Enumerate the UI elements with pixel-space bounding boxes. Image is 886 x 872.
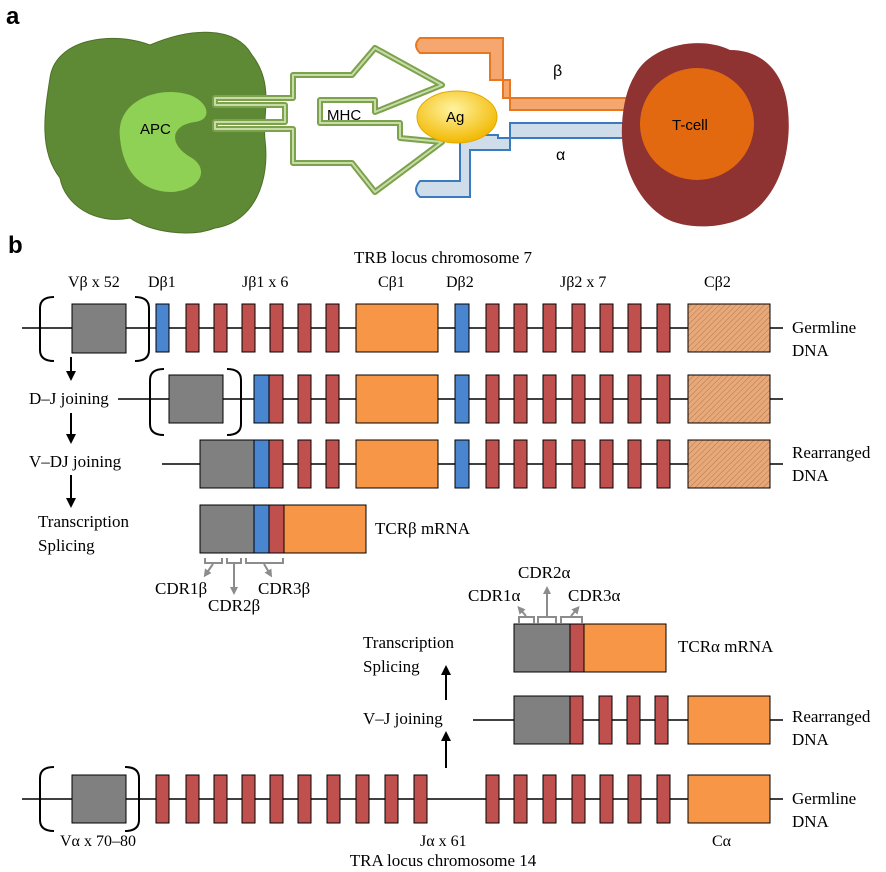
germline-label-1: Germline — [792, 318, 856, 337]
mhc-label: MHC — [327, 107, 361, 124]
ca-label: Cα — [712, 833, 732, 850]
ja-label: Jα x 61 — [420, 833, 467, 850]
apc-nucleus — [119, 91, 207, 192]
tcell-label: T-cell — [672, 117, 708, 134]
cb1-segment — [355, 303, 439, 353]
transcription-label-a: Transcription — [363, 633, 454, 652]
vj-joining-label: V–J joining — [363, 709, 443, 728]
beta-label: β — [553, 63, 562, 80]
db1-label: Dβ1 — [148, 274, 176, 291]
transcription-label-b: Transcription — [38, 512, 129, 531]
germline-label-2: DNA — [792, 341, 830, 360]
germline-a-label-2: DNA — [792, 812, 830, 831]
ag-label: Ag — [446, 109, 464, 126]
cdr-alpha-markers — [517, 586, 583, 623]
trb-dj-row — [118, 368, 783, 436]
jb2-segments — [485, 303, 671, 353]
tcrb-mrna — [199, 504, 367, 554]
db2-segment — [454, 303, 470, 353]
cb2-segment — [687, 303, 771, 353]
tra-title: TRA locus chromosome 14 — [350, 851, 537, 870]
splicing-label-a: Splicing — [363, 657, 420, 676]
jb1-label: Jβ1 x 6 — [242, 274, 288, 291]
ca-segment — [687, 774, 771, 824]
jb2-label: Jβ2 x 7 — [560, 274, 606, 291]
panel-b: b TRB locus chromosome 7 Vβ x 52 Dβ1 Jβ1… — [8, 232, 871, 870]
vb-segment — [71, 303, 127, 354]
db2-label: Dβ2 — [446, 274, 474, 291]
tcra-mrna — [513, 623, 667, 673]
trb-title: TRB locus chromosome 7 — [354, 248, 533, 267]
db1-segment — [155, 303, 170, 353]
rearranged-a-label-2: DNA — [792, 730, 830, 749]
trb-germline-row — [22, 296, 783, 362]
dj-joining-label: D–J joining — [29, 389, 109, 408]
vb-label: Vβ x 52 — [68, 274, 120, 291]
cdr1b-label: CDR1β — [155, 579, 207, 598]
tra-rearranged-row — [473, 695, 783, 745]
tra-germline-row — [22, 766, 783, 832]
panel-b-label: b — [8, 232, 23, 259]
mhc-highlight — [214, 47, 443, 193]
cdr2a-label: CDR2α — [518, 563, 570, 582]
cdr-beta-markers — [203, 558, 284, 595]
va-segment — [71, 774, 127, 824]
trb-rearranged-row — [162, 439, 783, 489]
cdr1a-label: CDR1α — [468, 586, 520, 605]
cdr3b-label: CDR3β — [258, 579, 310, 598]
va-label: Vα x 70–80 — [60, 833, 136, 850]
splicing-label-b: Splicing — [38, 536, 95, 555]
rearranged-label-2: DNA — [792, 466, 830, 485]
alpha-label: α — [556, 147, 565, 164]
germline-a-label-1: Germline — [792, 789, 856, 808]
antigen — [416, 90, 498, 144]
apc-label: APC — [140, 121, 171, 138]
panel-a-label: a — [6, 3, 20, 30]
rearranged-a-label-1: Rearranged — [792, 707, 871, 726]
tcell-nucleus — [640, 68, 754, 180]
cdr3a-label: CDR3α — [568, 586, 620, 605]
rearranged-label-1: Rearranged — [792, 443, 871, 462]
vdj-joining-label: V–DJ joining — [29, 452, 122, 471]
ja-segments — [155, 774, 671, 824]
cb2-label: Cβ2 — [704, 274, 731, 291]
cb1-label: Cβ1 — [378, 274, 405, 291]
panel-a: a APC MHC β α Ag T-cell — [6, 3, 789, 234]
tcra-mrna-label: TCRα mRNA — [678, 637, 774, 656]
jb1-segments — [185, 303, 340, 353]
cdr2b-label: CDR2β — [208, 596, 260, 615]
tcrb-mrna-label: TCRβ mRNA — [375, 519, 471, 538]
